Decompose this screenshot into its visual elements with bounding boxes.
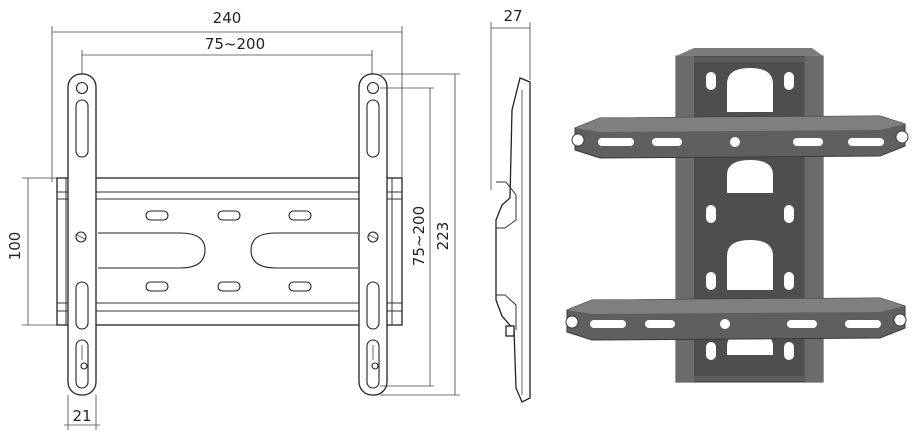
vesa-vertical-label: 75~200: [410, 206, 428, 266]
plate-cutout-left: [98, 232, 206, 269]
arm-width-label: 21: [72, 407, 91, 425]
dimension-arm-width: 21: [64, 395, 100, 430]
overall-width-label: 240: [213, 9, 242, 27]
dimension-plate-height: 100: [6, 177, 62, 326]
plate-height-label: 100: [6, 232, 24, 261]
dimension-overall-width: 240: [51, 9, 403, 182]
plate-cutout-right: [250, 232, 358, 269]
right-vertical-arm: [358, 73, 388, 396]
dimension-overall-height: 223: [380, 73, 460, 396]
dimension-vesa-vertical: 75~200: [380, 87, 434, 387]
dimension-depth: 27: [490, 7, 531, 190]
overall-height-label: 223: [434, 222, 452, 251]
back-plate: [56, 177, 403, 326]
product-photo: [565, 48, 909, 383]
depth-label: 27: [503, 7, 522, 25]
front-view-drawing: 240 75~200 100: [6, 9, 460, 430]
product-bottom-arm: [565, 297, 907, 341]
product-top-arm: [571, 115, 909, 159]
side-view-drawing: 27: [490, 7, 531, 403]
left-vertical-arm: [67, 73, 97, 396]
dimension-vesa-horizontal: 75~200: [81, 35, 373, 80]
vesa-horizontal-label: 75~200: [205, 35, 265, 53]
